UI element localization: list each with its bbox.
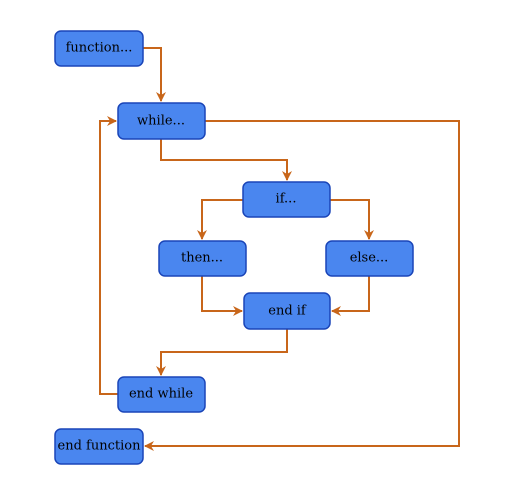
node-end-function-label: end function bbox=[58, 439, 142, 454]
node-then-label: then... bbox=[181, 251, 223, 266]
node-end-function: end function bbox=[54, 428, 144, 465]
node-if-label: if... bbox=[276, 192, 297, 207]
edge-else-to-end-if bbox=[331, 276, 370, 316]
edge-while-exit-to-end-function bbox=[144, 120, 460, 451]
node-end-if: end if bbox=[243, 292, 331, 330]
node-end-if-label: end if bbox=[268, 304, 307, 319]
node-then: then... bbox=[158, 240, 247, 277]
edge-then-to-end-if bbox=[201, 276, 243, 316]
node-else-label: else... bbox=[350, 251, 389, 266]
edge-end-while-loop-back bbox=[99, 116, 118, 395]
node-if: if... bbox=[242, 181, 331, 218]
node-end-while: end while bbox=[117, 376, 206, 413]
edges bbox=[99, 47, 460, 451]
edge-if-to-else bbox=[330, 199, 374, 240]
node-function-label: function... bbox=[66, 41, 133, 56]
node-end-while-label: end while bbox=[129, 387, 193, 402]
node-while-label: while... bbox=[137, 114, 185, 129]
edge-if-to-then bbox=[197, 199, 243, 240]
edge-function-to-while bbox=[143, 47, 166, 102]
node-else: else... bbox=[325, 240, 414, 277]
edge-while-to-if bbox=[160, 139, 292, 181]
node-function: function... bbox=[54, 30, 144, 67]
edge-end-if-to-end-while bbox=[156, 329, 288, 376]
node-while: while... bbox=[117, 102, 206, 140]
